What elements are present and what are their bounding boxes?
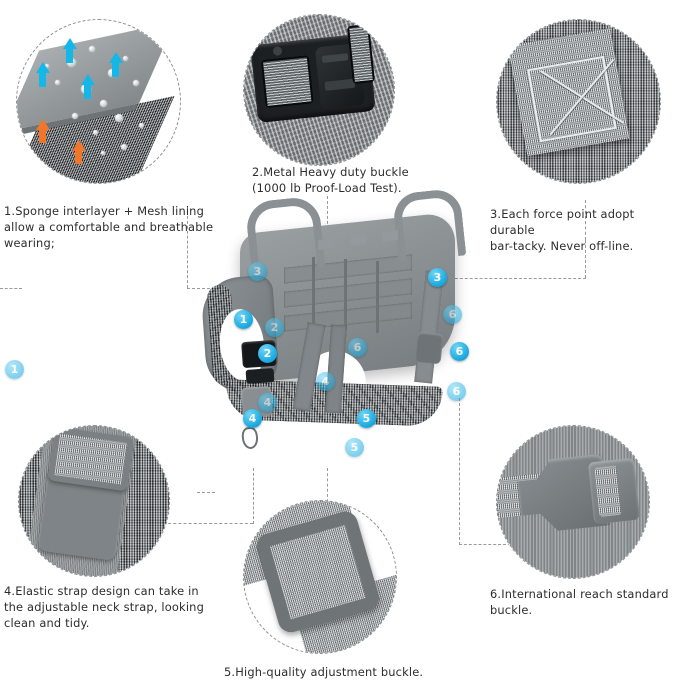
vapor-arrow-blue	[35, 62, 50, 88]
product-badge-5[interactable]: 5	[357, 409, 376, 428]
airflow-arrow-orange	[71, 140, 86, 166]
detail-bubble-adjustment-buckle	[243, 500, 397, 654]
connector-4-horizontal	[163, 523, 253, 524]
product-badge-4[interactable]: 4	[243, 409, 262, 428]
product-badge-secondary-4[interactable]: 4	[316, 372, 335, 391]
connector-1-vertical	[187, 206, 188, 288]
feature-caption-4: 4.Elastic strap design can take in the a…	[4, 584, 204, 631]
harness-velcro-tab	[382, 230, 398, 242]
product-badge-secondary-2[interactable]: 2	[265, 318, 284, 337]
product-badge-secondary-5[interactable]: 5	[345, 438, 364, 457]
product-badge-6[interactable]: 6	[450, 342, 469, 361]
feature-caption-2: 2.Metal Heavy duty buckle (1000 lb Proof…	[252, 165, 409, 196]
feature-caption-1: 1.Sponge interlayer + Mesh lining allow …	[4, 204, 214, 251]
harness-velcro-tab	[318, 238, 334, 250]
detail-bubble-sponge-interlayer	[16, 19, 181, 184]
harness-molle-divider	[376, 260, 379, 334]
connector-5-vertical	[327, 468, 328, 523]
connector-3-horizontal	[450, 278, 586, 279]
vapor-arrow-blue	[80, 74, 95, 100]
connector-4-stub	[197, 492, 215, 493]
feature-caption-3: 3.Each force point adopt durable bar-tac…	[490, 207, 635, 254]
harness-molle-divider	[344, 258, 347, 332]
product-badge-secondary-6d[interactable]: 4	[258, 393, 277, 412]
connector-3-vertical	[585, 200, 586, 240]
harness-metal-chest-buckle-slot	[245, 368, 275, 384]
product-badge-3[interactable]: 3	[428, 268, 447, 287]
vapor-arrow-blue	[62, 38, 77, 64]
product-image-tactical-dog-harness	[180, 187, 510, 470]
connector-4-vertical	[253, 468, 254, 524]
feature-caption-6: 6.International reach standard buckle.	[490, 587, 669, 618]
detail-bubble-metal-buckle	[243, 14, 395, 166]
product-badge-secondary-6[interactable]: 6	[348, 338, 367, 357]
connector-3-vertical-b	[585, 240, 586, 278]
product-badge-1[interactable]: 1	[234, 310, 253, 329]
detail-bubble-elastic-strap	[18, 425, 170, 577]
detail-bubble-side-release-buckle	[496, 425, 650, 579]
product-badge-secondary-6b[interactable]: 6	[443, 305, 462, 324]
product-badge-secondary-1[interactable]: 1	[5, 360, 24, 379]
connector-1-stub	[0, 288, 22, 289]
airflow-arrow-orange	[35, 119, 50, 145]
metal-buckle-rivet	[272, 46, 283, 57]
harness-velcro-tab	[350, 234, 366, 246]
elastic-keeper-loop	[47, 426, 135, 492]
product-badge-secondary-3[interactable]: 3	[248, 262, 267, 281]
vapor-arrow-blue	[108, 52, 123, 78]
product-badge-secondary-6c[interactable]: 6	[447, 382, 466, 401]
product-badge-2[interactable]: 2	[258, 344, 277, 363]
harness-side-release-buckle	[414, 331, 444, 365]
harness-d-ring	[240, 426, 260, 450]
detail-bubble-bar-tack	[496, 19, 661, 184]
metal-buckle-slot-left	[260, 55, 314, 109]
harness-handle-rear	[391, 187, 467, 263]
connector-6-vertical	[459, 398, 460, 545]
feature-caption-5: 5.High-quality adjustment buckle.	[224, 665, 424, 679]
